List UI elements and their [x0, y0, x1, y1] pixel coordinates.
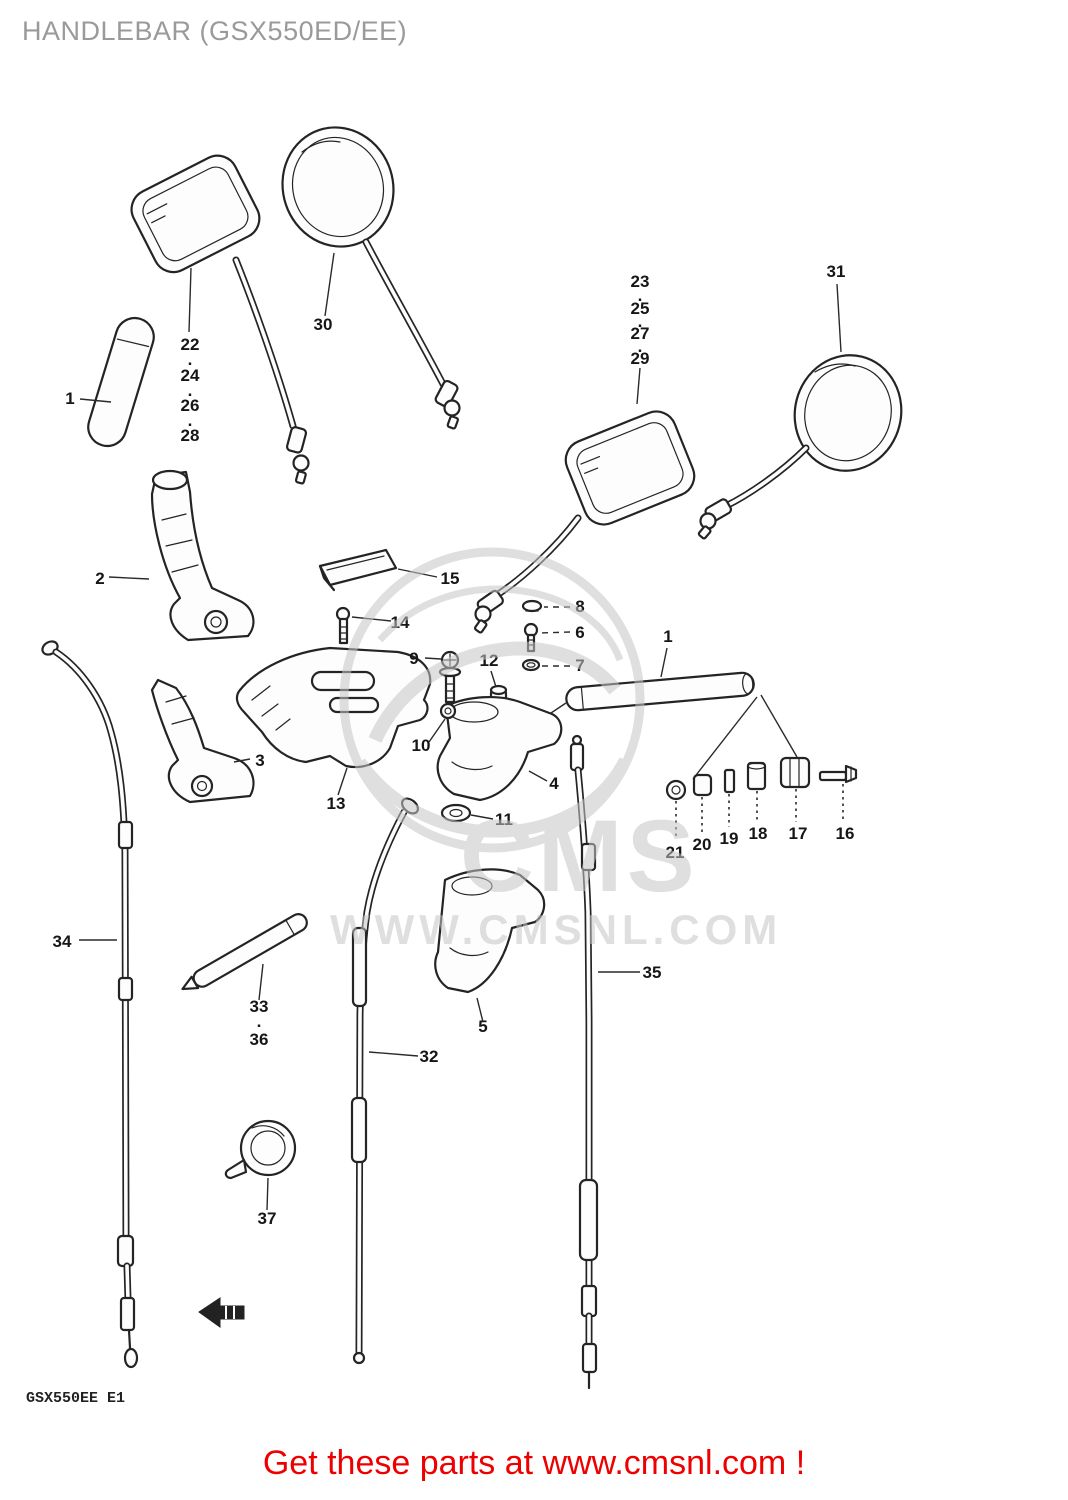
part-mirror-left-rect	[130, 154, 310, 485]
part-number-34[interactable]: 34	[53, 932, 72, 951]
label-separator-dot: .	[188, 381, 193, 400]
part-number-2[interactable]: 2	[95, 569, 104, 588]
part-bolt-6	[523, 622, 539, 653]
part-number-24[interactable]: 24	[181, 366, 200, 385]
part-bolt-9	[438, 650, 462, 704]
part-cable-32	[350, 797, 419, 1365]
part-bolt-14	[335, 606, 351, 645]
part-number-23[interactable]: 23	[631, 272, 650, 291]
part-number-27[interactable]: 27	[631, 324, 650, 343]
label-separator-dot: .	[188, 411, 193, 430]
part-number-21[interactable]: 21	[666, 843, 685, 862]
explode-line-bar-right	[692, 694, 798, 780]
part-bracket-upper-left	[150, 469, 255, 642]
part-number-10[interactable]: 10	[412, 736, 431, 755]
part-number-36[interactable]: 36	[250, 1030, 269, 1049]
part-plate-19	[723, 768, 736, 794]
part-grip-left	[87, 316, 155, 448]
part-number-4[interactable]: 4	[549, 774, 559, 793]
part-bracket-lower-left	[150, 678, 255, 804]
part-screw-16	[818, 764, 858, 784]
part-number-11[interactable]: 11	[495, 810, 513, 829]
part-number-35[interactable]: 35	[643, 963, 662, 982]
part-number-8[interactable]: 8	[575, 597, 584, 616]
leader-lines-dashed	[539, 606, 571, 667]
part-number-18[interactable]: 18	[749, 824, 768, 843]
part-number-17[interactable]: 17	[789, 824, 808, 843]
part-number-1[interactable]: 1	[663, 627, 672, 646]
part-nut-7	[521, 658, 541, 672]
part-pad-15	[318, 548, 398, 592]
part-number-13[interactable]: 13	[327, 794, 346, 813]
label-separator-dot: .	[638, 286, 643, 305]
part-number-31[interactable]: 31	[827, 262, 846, 281]
part-spacer-20	[692, 773, 713, 797]
part-mirror-right-rect	[473, 410, 696, 634]
part-nut-10	[439, 702, 457, 720]
part-top-clamp-13	[235, 646, 432, 769]
part-clamp-37	[224, 1119, 297, 1180]
part-number-33[interactable]: 33	[250, 997, 269, 1016]
part-cable-34	[41, 640, 139, 1369]
part-number-30[interactable]: 30	[314, 315, 333, 334]
label-separator-dot: .	[188, 350, 193, 369]
part-number-19[interactable]: 19	[720, 829, 739, 848]
part-number-3[interactable]: 3	[255, 751, 264, 770]
label-separator-dot: .	[257, 1012, 262, 1031]
part-number-1[interactable]: 1	[65, 389, 74, 408]
part-number-6[interactable]: 6	[575, 623, 584, 642]
part-number-16[interactable]: 16	[836, 824, 855, 843]
part-number-26[interactable]: 26	[181, 396, 200, 415]
part-number-28[interactable]: 28	[181, 426, 200, 445]
part-cable-35	[569, 734, 599, 1390]
part-screw-8	[521, 599, 543, 613]
part-number-12[interactable]: 12	[480, 651, 499, 670]
part-handlebar	[565, 671, 755, 712]
direction-arrow-icon	[198, 1297, 245, 1328]
label-separator-dot: .	[638, 312, 643, 331]
label-separator-dot: .	[638, 337, 643, 356]
part-collar-18	[746, 761, 767, 791]
part-rod-33	[181, 913, 308, 991]
footer-parts-link[interactable]: Get these parts at www.cmsnl.com !	[262, 1444, 806, 1482]
page-title: HANDLEBAR (GSX550ED/EE)	[22, 16, 408, 46]
part-number-9[interactable]: 9	[409, 649, 418, 668]
part-holder-5	[434, 868, 546, 994]
part-holder-4	[436, 695, 563, 802]
part-number-5[interactable]: 5	[478, 1017, 487, 1036]
part-number-29[interactable]: 29	[631, 349, 650, 368]
part-weight-17	[779, 756, 811, 789]
part-number-14[interactable]: 14	[391, 613, 410, 632]
part-mirror-left-round	[281, 126, 461, 430]
part-washer-21	[665, 779, 687, 801]
part-number-15[interactable]: 15	[441, 569, 460, 588]
part-number-22[interactable]: 22	[181, 335, 200, 354]
part-number-20[interactable]: 20	[693, 835, 712, 854]
part-number-25[interactable]: 25	[631, 299, 650, 318]
part-mirror-right-round	[697, 354, 903, 540]
part-number-32[interactable]: 32	[420, 1047, 439, 1066]
part-number-7[interactable]: 7	[575, 656, 584, 675]
part-washer-11	[440, 803, 472, 823]
fastener-leader-dots	[675, 784, 844, 840]
model-code-label: GSX550EE E1	[26, 1390, 126, 1407]
part-number-37[interactable]: 37	[258, 1209, 277, 1228]
